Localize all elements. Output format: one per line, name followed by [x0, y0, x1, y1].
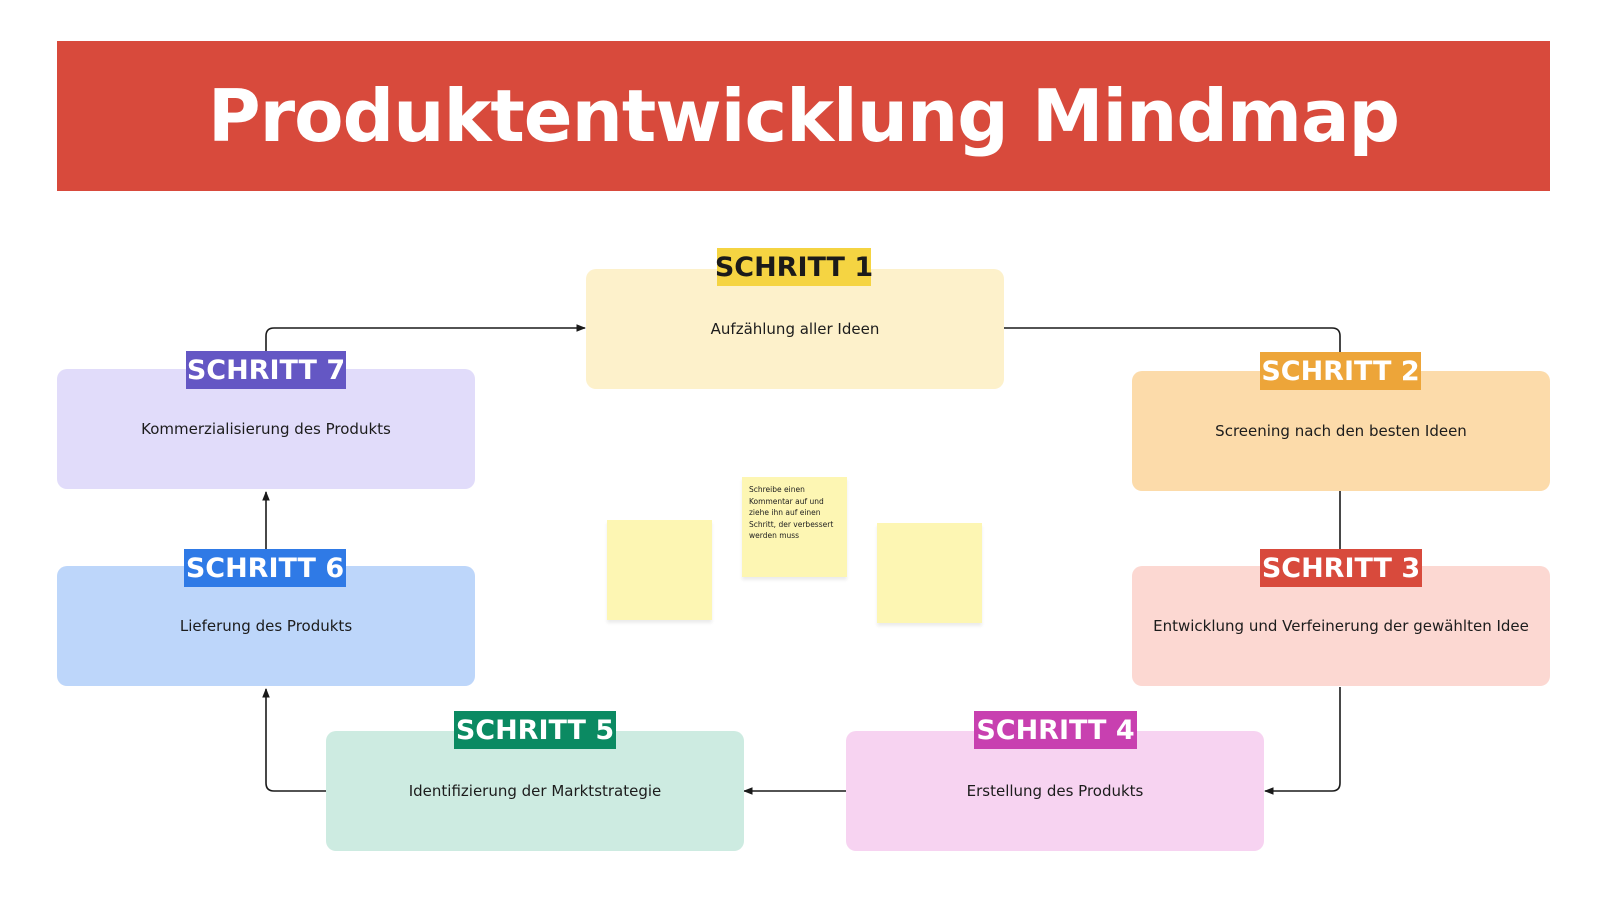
step-7-text: Kommerzialisierung des Produkts [141, 420, 391, 438]
step-4-card[interactable]: Erstellung des Produkts [846, 731, 1264, 851]
step-5-card[interactable]: Identifizierung der Marktstrategie [326, 731, 744, 851]
step-1-badge: SCHRITT 1 [715, 248, 873, 286]
step-1-card[interactable]: Aufzählung aller Ideen [586, 269, 1004, 389]
step-2-text: Screening nach den besten Ideen [1215, 422, 1467, 440]
step-3-text: Entwicklung und Verfeinerung der gewählt… [1153, 617, 1529, 635]
step-3-badge: SCHRITT 3 [1260, 549, 1422, 587]
connector-3-4 [1264, 687, 1341, 795]
step-5-text: Identifizierung der Marktstrategie [408, 782, 662, 800]
step-7-card[interactable]: Kommerzialisierung des Produkts [57, 369, 475, 489]
sticky-note-left[interactable] [607, 520, 712, 620]
connector-5-6 [262, 688, 326, 792]
step-5-badge: SCHRITT 5 [454, 711, 616, 749]
step-7-badge: SCHRITT 7 [186, 351, 346, 389]
step-1-text: Aufzählung aller Ideen [710, 320, 880, 338]
sticky-note-center[interactable]: Schreibe einen Kommentar auf und ziehe i… [742, 477, 847, 577]
title-banner: Produktentwicklung Mindmap [57, 41, 1550, 191]
sticky-note-text: Schreibe einen Kommentar auf und ziehe i… [749, 485, 834, 540]
step-4-badge: SCHRITT 4 [974, 711, 1137, 749]
step-6-badge: SCHRITT 6 [184, 549, 346, 587]
page-title: Produktentwicklung Mindmap [207, 74, 1400, 158]
connector-7-1 [265, 324, 586, 352]
step-4-text: Erstellung des Produkts [966, 782, 1144, 800]
step-2-card[interactable]: Screening nach den besten Ideen [1132, 371, 1550, 491]
step-6-text: Lieferung des Produkts [179, 617, 353, 635]
sticky-note-right[interactable] [877, 523, 982, 623]
step-2-badge: SCHRITT 2 [1260, 352, 1421, 390]
connector-1-2 [1004, 327, 1341, 353]
